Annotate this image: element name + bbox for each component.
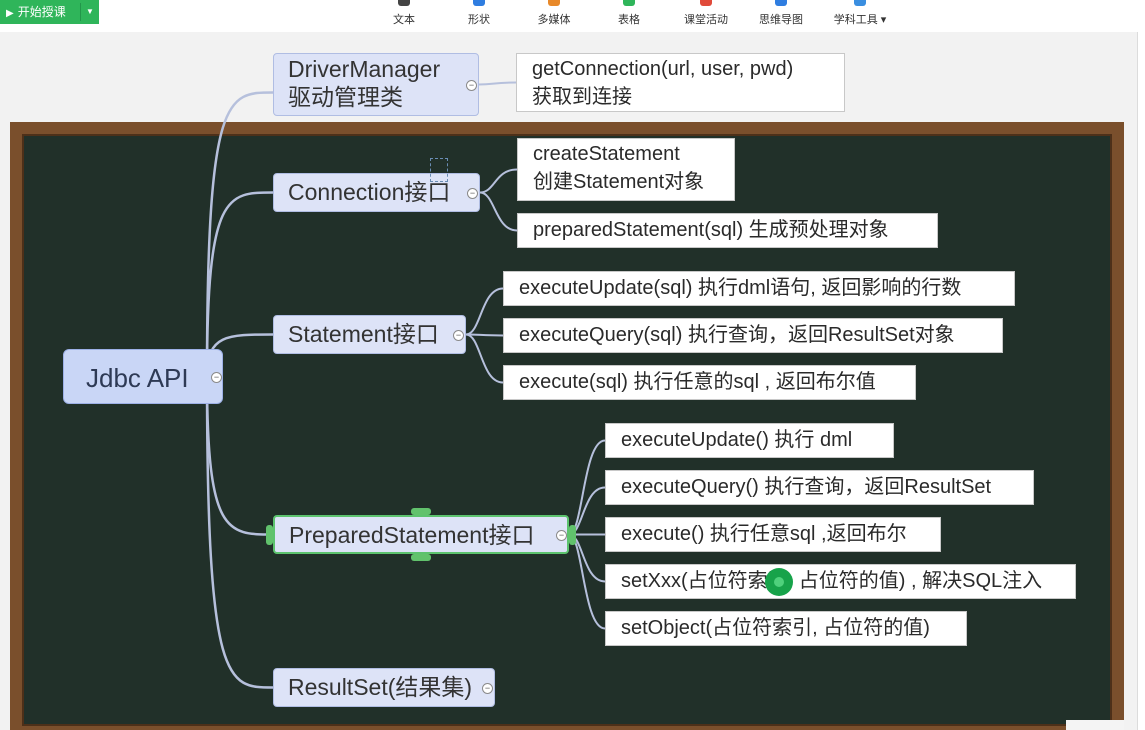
toolbar-item-label: 表格 — [618, 14, 640, 26]
toolbar-item-0[interactable]: 文本 — [390, 0, 418, 32]
collapse-toggle-icon[interactable]: − — [453, 329, 464, 341]
table-icon — [613, 0, 645, 12]
toolbar-item-label: 学科工具 ▾ — [833, 14, 887, 26]
shape-icon — [463, 0, 495, 12]
node-text: getConnection(url, user, pwd) — [532, 58, 794, 80]
child-node[interactable]: getConnection(url, user, pwd) 获取到连接 — [516, 53, 845, 112]
toolbar-item-5[interactable]: 思维导图 — [753, 0, 809, 32]
collapse-toggle-icon[interactable]: − — [556, 529, 567, 541]
node-text: 创建Statement对象 — [533, 171, 705, 193]
node-text: Jdbc API — [86, 363, 189, 393]
toolbar-item-label: 形状 — [468, 14, 490, 26]
branch-connector — [205, 91, 274, 377]
branch-node[interactable]: PreparedStatement接口 — [273, 515, 569, 554]
toolbar-item-1[interactable]: 形状 — [463, 0, 495, 32]
resize-handle[interactable] — [411, 508, 431, 515]
node-text: Statement接口 — [288, 321, 439, 347]
start-class-button[interactable]: ▶开始授课 ▼ — [0, 0, 99, 24]
child-connector — [479, 191, 518, 232]
child-node[interactable]: execute(sql) 执行任意的sql , 返回布尔值 — [503, 365, 916, 400]
child-node[interactable]: execute() 执行任意sql ,返回布尔 — [605, 517, 941, 552]
activity-icon — [678, 0, 734, 12]
node-text: execute(sql) 执行任意的sql , 返回布尔值 — [519, 371, 876, 393]
child-node[interactable]: setObject(占位符索引, 占位符的值) — [605, 611, 967, 646]
node-text: setObject(占位符索引, 占位符的值) — [621, 617, 930, 639]
child-node[interactable]: executeUpdate() 执行 dml — [605, 423, 894, 458]
branch-node[interactable]: Connection接口 — [273, 173, 480, 212]
toolbar: ▶开始授课 ▼ 文本 形状 多媒体 表格 课堂活动 思维导图 学科工具 ▾ — [0, 0, 1145, 32]
node-text: ResultSet(结果集) — [288, 674, 473, 700]
scrollbar[interactable] — [1137, 32, 1145, 730]
node-text: PreparedStatement接口 — [289, 522, 535, 548]
resize-handle[interactable] — [411, 554, 431, 561]
branch-connector — [205, 191, 274, 377]
subject-tools-icon — [828, 0, 892, 12]
child-connector — [465, 333, 504, 337]
child-node[interactable]: setXxx(占位符索引, 占位符的值) , 解决SQL注入 — [605, 564, 1076, 599]
collapse-toggle-icon[interactable]: − — [466, 79, 477, 91]
toolbar-item-6[interactable]: 学科工具 ▾ — [828, 0, 892, 32]
node-text: 驱动管理类 — [288, 84, 403, 110]
child-node[interactable]: createStatement 创建Statement对象 — [517, 138, 735, 201]
toolbar-item-3[interactable]: 表格 — [613, 0, 645, 32]
child-node[interactable]: executeQuery() 执行查询，返回ResultSet — [605, 470, 1034, 505]
node-text: createStatement — [533, 143, 680, 165]
resize-handle[interactable] — [569, 524, 576, 545]
child-connector — [478, 81, 517, 86]
dropdown-arrow-icon[interactable]: ▼ — [86, 7, 94, 16]
text-icon — [390, 0, 418, 12]
toolbar-item-4[interactable]: 课堂活动 — [678, 0, 734, 32]
child-connector — [479, 168, 518, 194]
toolbar-item-label: 多媒体 — [537, 14, 571, 26]
toolbar-item-2[interactable]: 多媒体 — [532, 0, 576, 32]
child-connector — [465, 287, 504, 336]
node-text: setXxx(占位符索引, 占位符的值) , 解决SQL注入 — [621, 570, 1043, 592]
node-text: execute() 执行任意sql ,返回布尔 — [621, 523, 907, 545]
child-node[interactable]: preparedStatement(sql) 生成预处理对象 — [517, 213, 938, 248]
play-icon: ▶ — [6, 8, 14, 19]
root-node[interactable]: Jdbc API — [63, 349, 223, 404]
child-node[interactable]: executeQuery(sql) 执行查询，返回ResultSet对象 — [503, 318, 1003, 353]
mindmap-icon — [753, 0, 809, 12]
node-text: 获取到连接 — [532, 86, 632, 108]
node-text: executeQuery(sql) 执行查询，返回ResultSet对象 — [519, 324, 955, 346]
branch-node[interactable]: ResultSet(结果集) — [273, 668, 495, 707]
toolbar-item-label: 思维导图 — [759, 14, 803, 26]
branch-node[interactable]: Statement接口 — [273, 315, 466, 354]
node-text: executeQuery() 执行查询，返回ResultSet — [621, 476, 992, 498]
node-text: executeUpdate() 执行 dml — [621, 429, 853, 451]
toolbar-item-label: 课堂活动 — [684, 14, 728, 26]
collapse-toggle-icon[interactable]: − — [482, 682, 493, 694]
pointer-cursor-icon — [765, 568, 793, 596]
branch-connector — [205, 376, 274, 689]
node-text: DriverManager — [288, 56, 441, 82]
collapse-toggle-icon[interactable]: − — [211, 371, 222, 383]
child-connector — [465, 333, 504, 384]
toolbar-item-label: 文本 — [393, 14, 415, 26]
collapse-toggle-icon[interactable]: − — [467, 187, 478, 199]
node-text: executeUpdate(sql) 执行dml语句, 返回影响的行数 — [519, 277, 962, 299]
node-text: preparedStatement(sql) 生成预处理对象 — [533, 219, 889, 241]
node-text: Connection接口 — [288, 179, 451, 205]
drop-target-indicator — [430, 158, 448, 182]
media-icon — [532, 0, 576, 12]
resize-handle[interactable] — [266, 524, 273, 545]
child-node[interactable]: executeUpdate(sql) 执行dml语句, 返回影响的行数 — [503, 271, 1015, 306]
start-class-label: 开始授课 — [17, 5, 66, 19]
